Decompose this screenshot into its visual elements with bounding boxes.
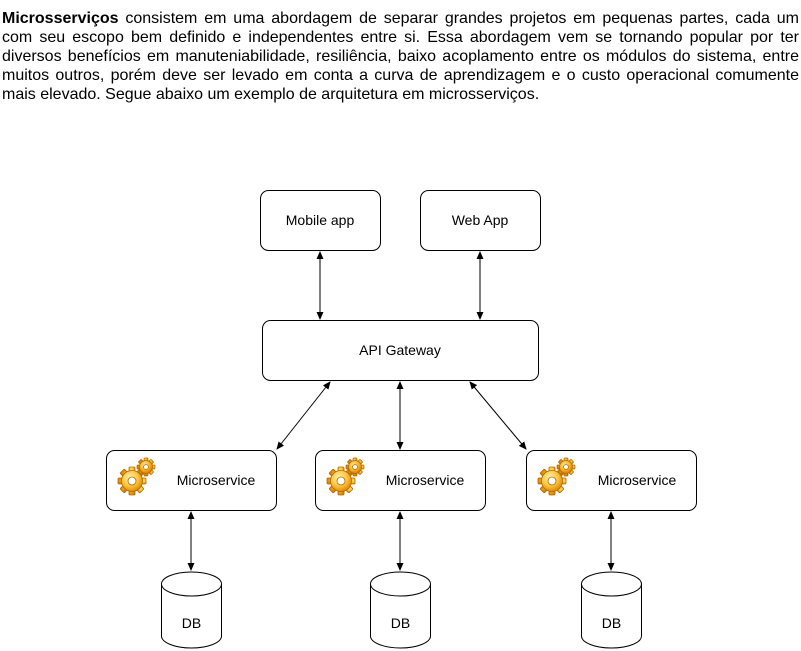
intro-text: consistem em uma abordagem de separar gr… (2, 10, 799, 103)
db-node-3: DB (581, 571, 642, 649)
db-node-1: DB (161, 571, 222, 649)
intro-paragraph: Microsserviços consistem em uma abordage… (2, 9, 799, 104)
db-label-3: DB (602, 615, 621, 631)
db-node-2: DB (370, 571, 431, 649)
client-label-web: Web App (452, 212, 509, 228)
service-node-1: Microservice (106, 450, 277, 511)
service-node-2: Microservice (315, 450, 486, 511)
service-label-2: Microservice (386, 472, 465, 488)
gateway-label: API Gateway (359, 342, 441, 358)
client-label-mobile: Mobile app (286, 212, 355, 228)
client-node-mobile: Mobile app (260, 190, 381, 251)
service-node-3: Microservice (526, 450, 697, 511)
service-label-1: Microservice (177, 472, 256, 488)
client-node-web: Web App (420, 190, 541, 251)
intro-bold-term: Microsserviços (2, 10, 119, 27)
db-label-1: DB (182, 615, 201, 631)
service-label-3: Microservice (598, 472, 677, 488)
edge-gateway-service-1 (276, 381, 331, 450)
edges (187, 251, 615, 571)
edge-gateway-service-3 (469, 381, 527, 450)
gateway-node: API Gateway (262, 320, 539, 381)
db-label-2: DB (391, 615, 410, 631)
